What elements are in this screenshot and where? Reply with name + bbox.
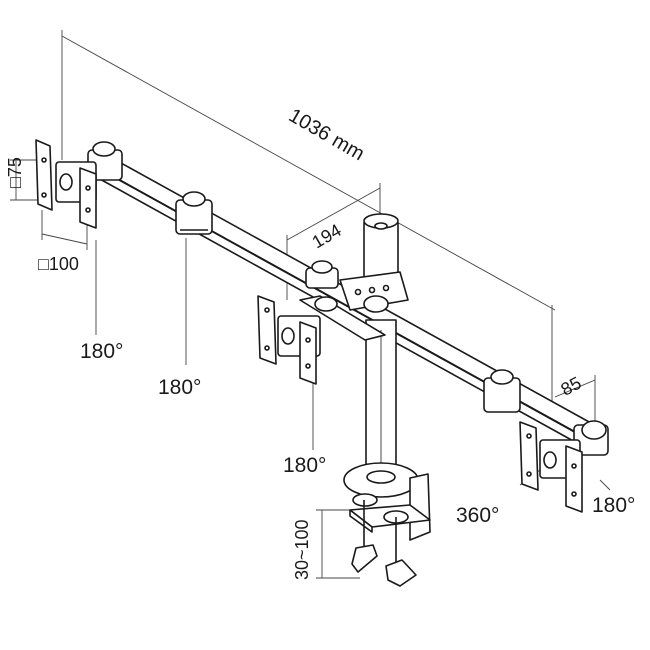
right-arm-joint: [483, 369, 521, 413]
pole: [363, 213, 399, 486]
pole-arm-dimension-line: [286, 187, 381, 241]
leader-right-tilt: [599, 479, 611, 491]
width-dimension-line: [61, 35, 556, 311]
end-offset-dimension-line: [554, 379, 596, 398]
vesa-horizontal-label: □100: [38, 254, 79, 274]
left-tilt-label: 180°: [80, 340, 123, 363]
right-swivel-label: 360°: [456, 504, 499, 527]
mount-structure: [35, 139, 609, 587]
clamp-range-label: 30~100: [292, 519, 312, 580]
left-arm-joint: [175, 191, 213, 235]
end-offset-label: 85: [558, 373, 585, 400]
right-vesa-plate: [519, 421, 583, 513]
inner-left-joint-label: 180°: [158, 376, 201, 399]
desk-clamp: [343, 462, 431, 587]
vesa-horizontal-line: [41, 233, 88, 245]
center-mount-label: 180°: [283, 454, 326, 477]
rotation-labels: 180° 180° 180° 360° 180°: [80, 340, 635, 527]
center-vesa-plate: [257, 295, 321, 385]
dimension-lines: [10, 30, 596, 579]
vesa-vertical-label: □75: [5, 157, 25, 188]
center-arm: [299, 295, 389, 341]
right-tilt-label: 180°: [592, 494, 635, 517]
left-vesa-plate: [35, 139, 97, 229]
total-width-label: 1036 mm: [285, 104, 368, 165]
pole-hub: [305, 260, 409, 311]
